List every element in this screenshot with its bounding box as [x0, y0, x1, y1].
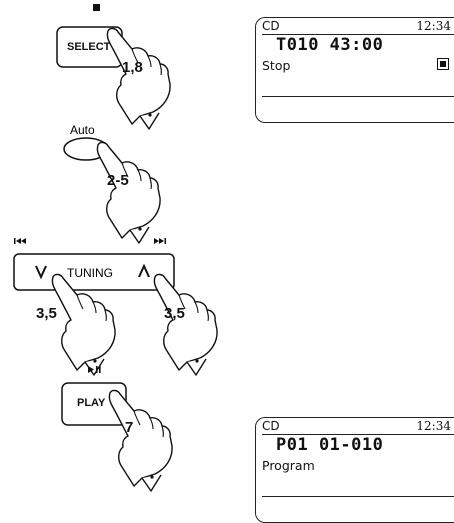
lcd-source: CD: [262, 418, 280, 434]
lcd-source: CD: [262, 18, 280, 34]
tuning-down-step-numbers: 3,5: [36, 305, 57, 322]
hand-pointer-icon: [97, 142, 160, 243]
lcd-divider: [262, 96, 454, 97]
lcd-divider: [262, 496, 454, 497]
stop-icon: [93, 4, 100, 11]
lcd-display-stop: CD 12:34 T010 43:00 Stop: [255, 17, 454, 123]
auto-step-numbers: 2-5: [107, 172, 129, 189]
hand-pointer-icon: [154, 274, 217, 375]
lcd-status-bar: CD 12:34: [262, 18, 454, 35]
select-step-numbers: 1,8: [122, 59, 143, 76]
lcd-track-time: T010 43:00: [276, 35, 383, 55]
lcd-clock: 12:34: [416, 18, 451, 34]
skip-back-icon: [14, 238, 26, 244]
select-button-group: SELECT 1,8: [57, 4, 170, 129]
play-button-group: PLAY 7: [62, 366, 172, 491]
play-step-numbers: 7: [125, 419, 133, 436]
lcd-display-program: CD 12:34 P01 01-010 Program: [255, 417, 454, 523]
select-button-label: SELECT: [67, 41, 111, 53]
tuning-up-step-numbers: 3,5: [164, 305, 185, 322]
tuning-button-group: TUNING 3,5 3,5: [14, 238, 217, 375]
skip-forward-icon: [154, 238, 166, 244]
tuning-label: TUNING: [67, 266, 113, 280]
lcd-clock: 12:34: [416, 418, 451, 434]
lcd-status-text: Program: [262, 458, 315, 473]
auto-button-label: Auto: [70, 123, 95, 137]
stop-icon: [437, 58, 449, 70]
lcd-status-text: Stop: [262, 58, 290, 73]
lcd-status-bar: CD 12:34: [262, 418, 454, 435]
lcd-program-number: P01 01-010: [276, 435, 383, 455]
hand-pointer-icon: [109, 390, 172, 491]
auto-button-group: Auto 2-5: [64, 123, 160, 243]
play-button-label: PLAY: [77, 397, 106, 409]
hand-pointer-icon: [107, 28, 170, 129]
